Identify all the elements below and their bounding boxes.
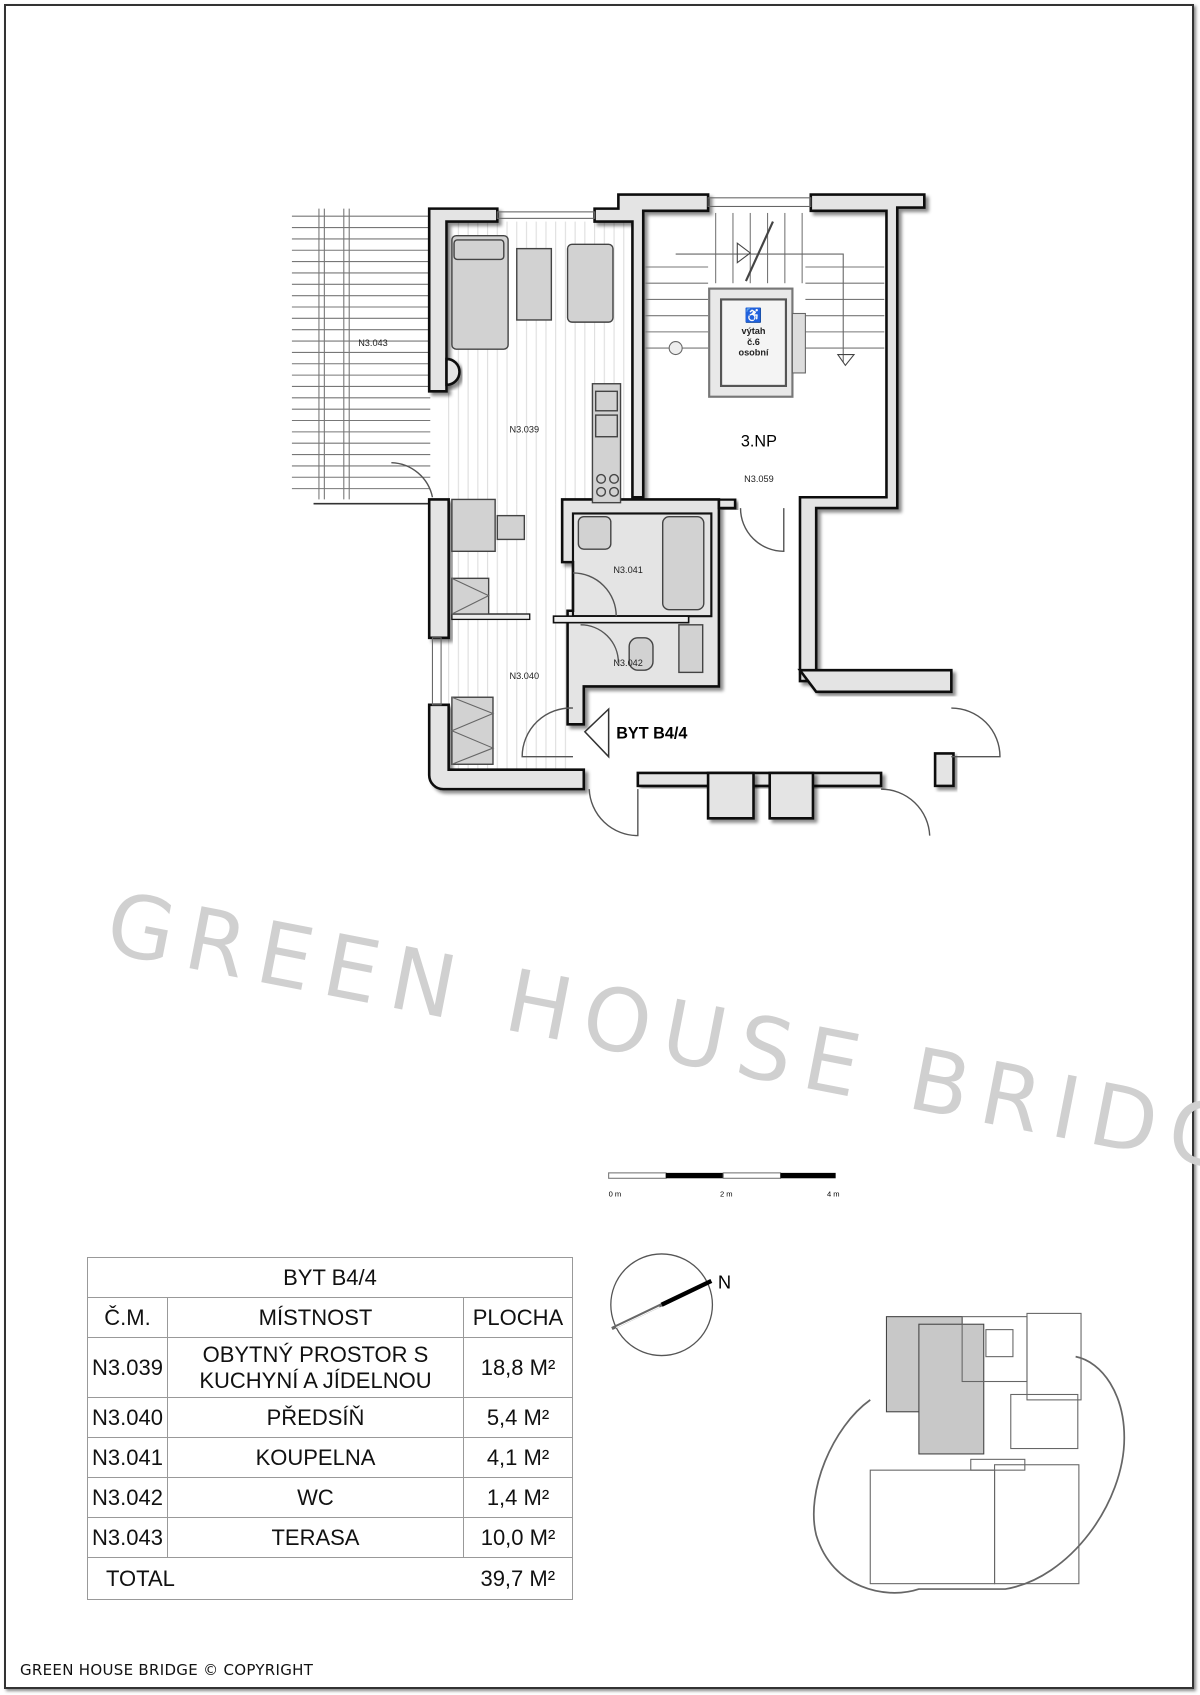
room-label-hall: N3.040 [510,671,540,681]
room-area: 5,4 M² [463,1397,573,1438]
scale-label: 4 m [827,1190,840,1199]
staircase [645,212,885,367]
room-name: WC [166,1477,465,1518]
elevator-label: výtah [742,326,766,336]
elevator-label: č.6 [747,337,760,347]
room-label-stair-hall: N3.059 [744,474,774,484]
room-label-bathroom: N3.041 [613,565,643,575]
scale-bar: 0 m 2 m 4 m [608,1172,840,1199]
room-name-line: KUCHYNÍ A JÍDELNOU [199,1367,432,1393]
room-area-table: BYT B4/4 Č.M. MÍSTNOST PLOCHA N3.039 OBY… [87,1257,573,1600]
page-frame [4,4,1194,1689]
room-name-line: OBYTNÝ PROSTOR S [202,1341,429,1367]
room-area: 18,8 M² [463,1337,573,1398]
elevator: ♿ výtah č.6 osobní [708,287,806,398]
apartment-label: BYT B4/4 [616,724,687,742]
header-area: PLOCHA [463,1297,573,1338]
room-label-living: N3.039 [510,424,540,434]
windows [431,197,812,706]
total-row: TOTAL 39,7 M² [87,1557,573,1600]
room-number: N3.043 [87,1517,168,1558]
table-title: BYT B4/4 [87,1257,573,1298]
elevator-label: osobní [738,348,769,358]
footer-copyright: GREEN HOUSE BRIDGE © COPYRIGHT [20,1661,314,1679]
scale-label: 0 m [609,1190,622,1199]
room-name: TERASA [166,1517,465,1558]
room-area: 1,4 M² [463,1477,573,1518]
north-label: N [718,1272,731,1293]
terrace: N3.043 [291,208,433,505]
north-arrow-icon: N [610,1253,731,1357]
room-area: 10,0 M² [463,1517,573,1558]
total-label: TOTAL [87,1557,464,1600]
header-room-name: MÍSTNOST [166,1297,465,1338]
room-name: KOUPELNA [166,1437,465,1478]
room-number: N3.041 [87,1437,168,1478]
room-area: 4,1 M² [463,1437,573,1478]
room-number: N3.039 [87,1337,168,1398]
watermark: GREEN HOUSE BRIDGE © [99,874,1200,1233]
wheelchair-icon: ♿ [745,307,762,324]
header-room-number: Č.M. [87,1297,168,1338]
room-number: N3.042 [87,1477,168,1518]
room-number: N3.040 [87,1397,168,1438]
scale-label: 2 m [720,1190,733,1199]
room-name: PŘEDSÍŇ [166,1397,465,1438]
furniture [450,234,705,765]
door-swings [391,461,1001,837]
total-area: 39,7 M² [463,1557,573,1600]
room-label-terrace: N3.043 [358,338,388,348]
floor-label: 3.NP [741,432,777,450]
key-plan [812,1312,1126,1594]
entrance-arrow-icon [583,707,610,759]
room-label-wc: N3.042 [613,658,643,668]
